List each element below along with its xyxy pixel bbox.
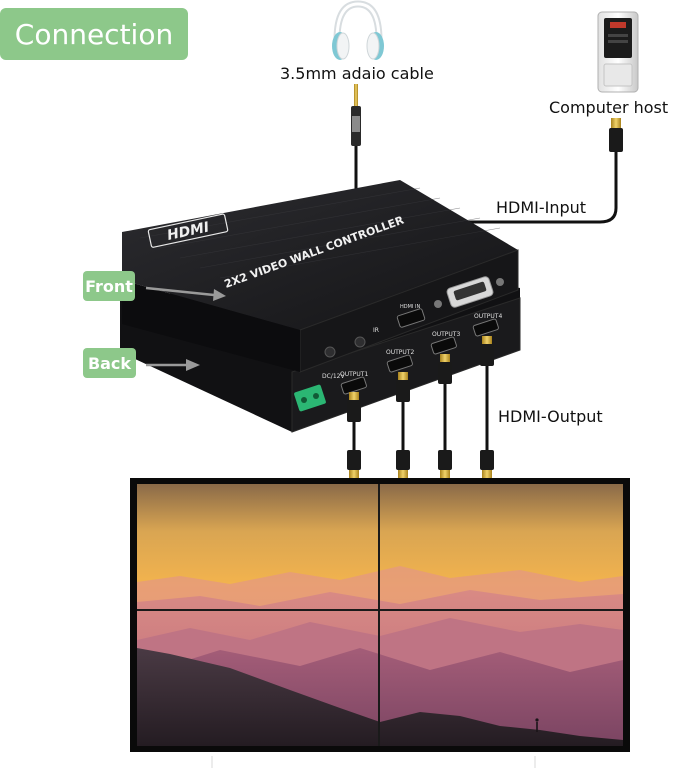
back-port-output3: OUTPUT3 bbox=[432, 331, 460, 338]
front-port-hdmi-in: HDMI IN bbox=[400, 304, 420, 310]
computer-tower-icon bbox=[597, 11, 639, 93]
front-port-ir: IR bbox=[373, 327, 379, 334]
front-arrow bbox=[145, 286, 226, 301]
back-arrow bbox=[146, 359, 200, 371]
video-wall bbox=[130, 478, 630, 768]
headphones-icon bbox=[332, 0, 384, 60]
connection-title: Connection bbox=[0, 8, 188, 60]
back-port-output1: OUTPUT1 bbox=[340, 371, 368, 378]
hdmi-output-label: HDMI-Output bbox=[498, 407, 603, 426]
hdmi-output-cables bbox=[347, 336, 494, 478]
back-label: Back bbox=[83, 348, 136, 378]
front-label: Front bbox=[83, 271, 135, 301]
video-wall-controller-device: HDMI 2X2 VIDEO WALL CONTROLLER IR HDMI I… bbox=[120, 180, 521, 433]
back-port-output2: OUTPUT2 bbox=[386, 349, 414, 356]
computer-host-label: Computer host bbox=[549, 98, 669, 117]
front-panel-ports: IR HDMI IN bbox=[324, 276, 504, 358]
back-port-dc: DC/12V bbox=[322, 373, 345, 380]
back-port-output4: OUTPUT4 bbox=[474, 313, 502, 320]
back-panel-ports: DC/12V OUTPUT1 OUTPUT2 OUTPUT3 OUTPUT4 bbox=[294, 313, 502, 412]
hdmi-input-label: HDMI-Input bbox=[496, 198, 587, 217]
audio-cable-label: 3.5mm adaio cable bbox=[280, 64, 434, 83]
